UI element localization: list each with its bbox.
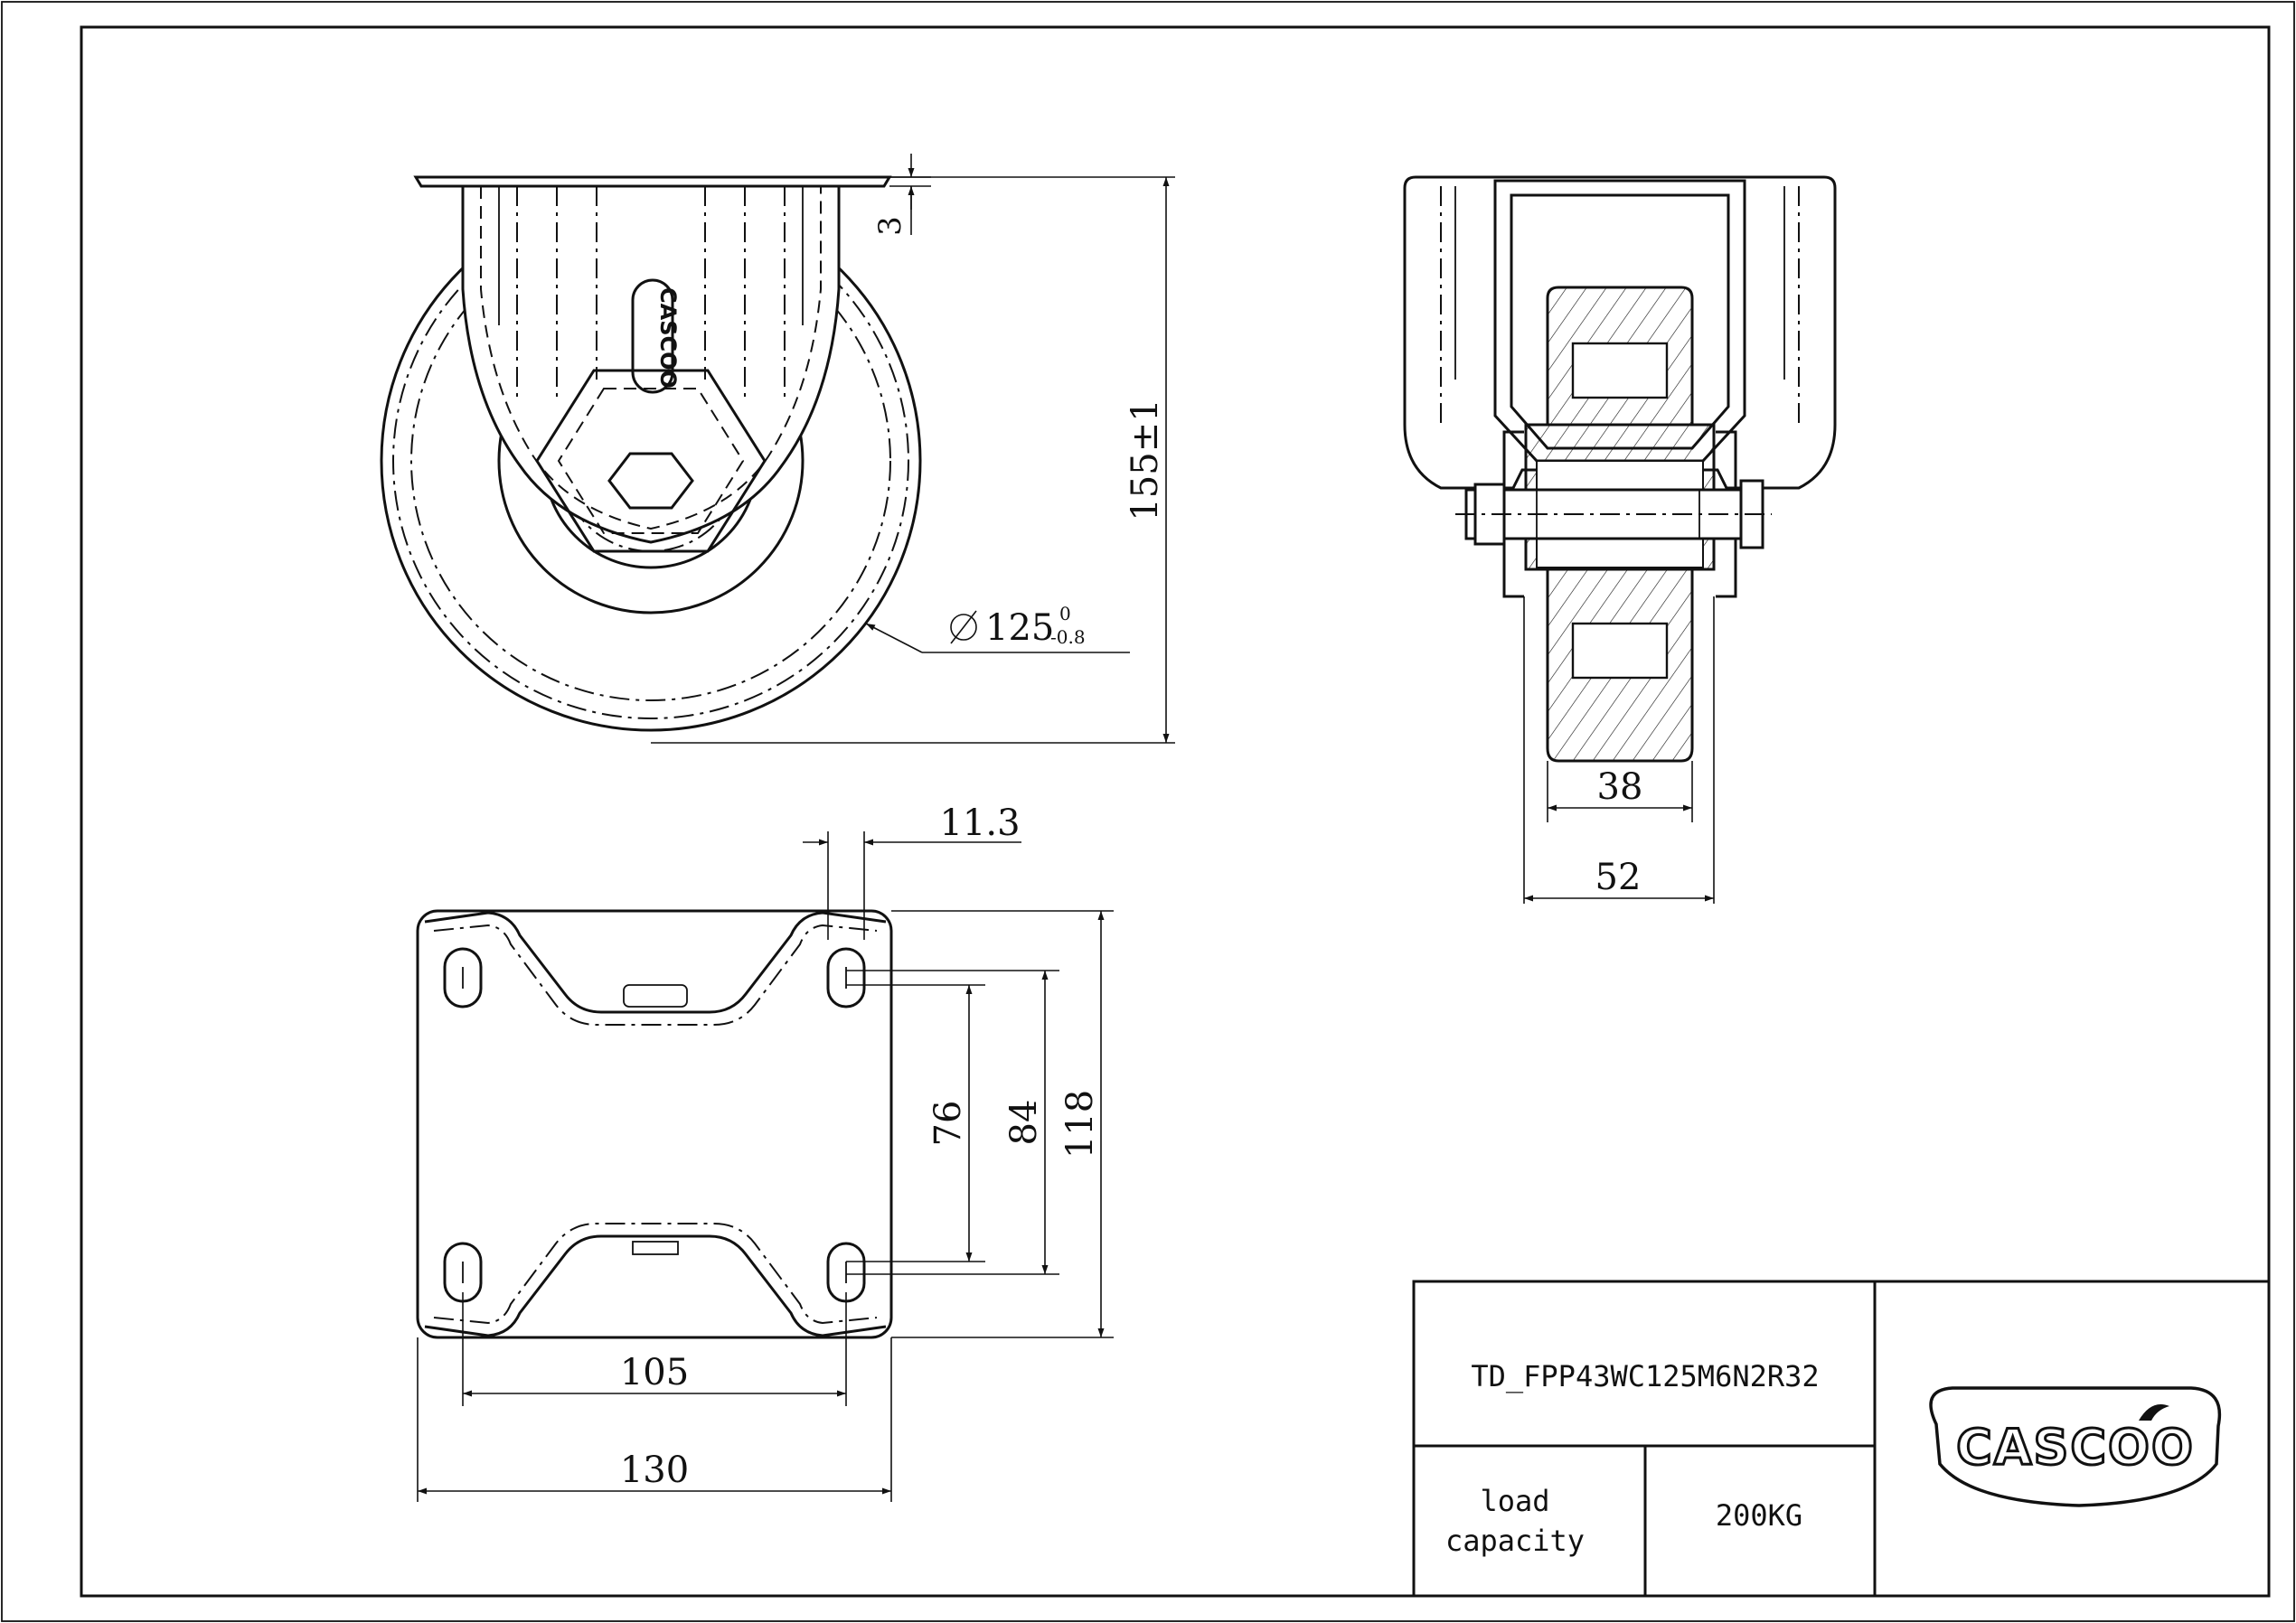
title-block: TD_FPP43WC125M6N2R32 load capacity 200KG…: [1412, 1280, 2271, 1598]
top-plate: [413, 175, 892, 188]
bracket-outline: [1403, 175, 1837, 490]
slot-hole-tl: [443, 947, 483, 1009]
load-value: 200KG: [1716, 1498, 1802, 1533]
fork-logo-badge: [631, 278, 674, 394]
brand-logo-text: CASCOO: [1956, 1419, 2195, 1476]
dim-wheel-diameter: 125: [985, 607, 1054, 649]
slot-hole-tr: [826, 947, 866, 1009]
dim-wheel-tol-upper: 0: [1059, 603, 1071, 624]
fork-body: [461, 184, 841, 544]
dim-slot-offset: 11.3: [939, 802, 1020, 844]
dim-wheel-width: 38: [1597, 766, 1643, 808]
dim-wheel-tol-lower: -0.8: [1050, 626, 1086, 648]
mounting-plate: [416, 909, 893, 1339]
brand-logo: CASCOO: [1929, 1386, 2222, 1507]
axle-nut: [607, 452, 694, 510]
load-label-line1: load: [1480, 1484, 1549, 1518]
dim-plate-width: 130: [620, 1449, 689, 1491]
front-view: CASCOO 3 155±1 125 0 -0.8: [380, 154, 1175, 744]
dim-plate-thickness: 3: [872, 216, 908, 236]
fork-logo-text: CASCOO: [655, 287, 681, 389]
plate-view: 11.3 76 84 118 105 130: [416, 802, 1114, 1502]
axle-hex-boss: [535, 369, 767, 553]
side-view: 38 52: [1403, 175, 1837, 904]
load-label-line2: capacity: [1445, 1524, 1585, 1558]
dim-overall-height: 155±1: [1124, 399, 1166, 521]
part-number: TD_FPP43WC125M6N2R32: [1471, 1359, 1819, 1393]
dim-hole-spacing-width: 105: [620, 1352, 689, 1393]
dim-fork-width: 52: [1595, 857, 1642, 898]
dim-plate-length: 118: [1059, 1090, 1101, 1159]
dim-hole-spacing-long: 84: [1003, 1100, 1045, 1146]
dim-hole-spacing-short: 76: [927, 1101, 969, 1147]
inner-frame: [80, 25, 2271, 1598]
